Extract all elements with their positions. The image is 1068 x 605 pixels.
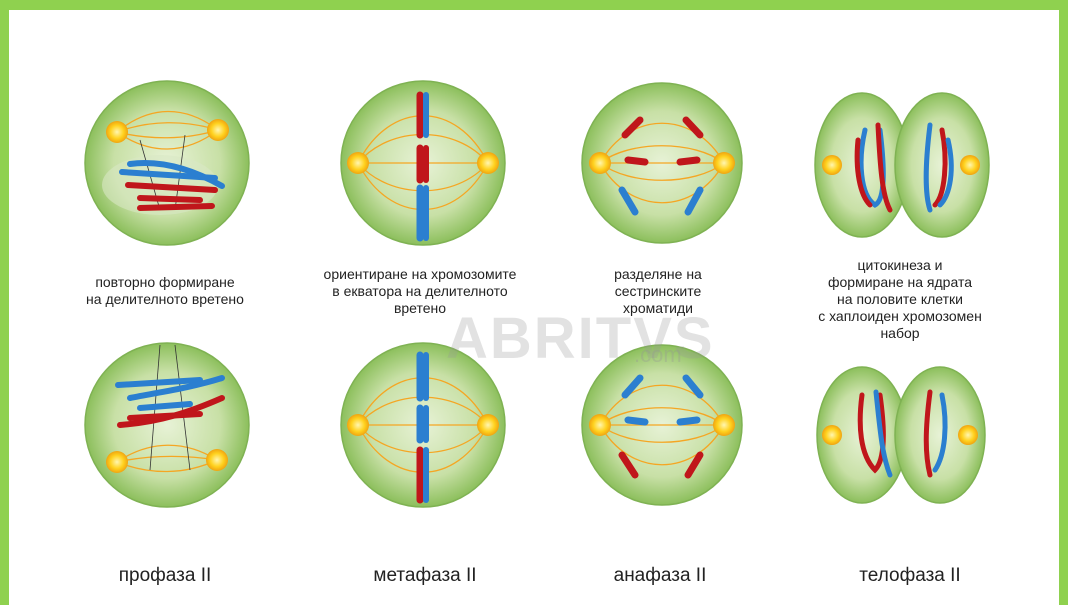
centrosome — [106, 451, 128, 473]
caption-telophase: цитокинеза и формиране на ядрата на поло… — [800, 257, 1000, 342]
centrosome — [822, 425, 842, 445]
stage-label-telophase: телофаза II — [810, 565, 1010, 587]
metaphase-cell-top — [341, 81, 505, 245]
centrosome — [206, 449, 228, 471]
centrosome — [207, 119, 229, 141]
caption-anaphase: разделяне на сестринските хроматиди — [588, 266, 728, 317]
stage-label-prophase: профаза II — [65, 565, 265, 587]
anaphase-cell-top — [582, 83, 742, 243]
chromosomes — [420, 355, 426, 500]
caption-prophase: повторно формиране на делителното вретен… — [70, 274, 260, 308]
caption-metaphase: ориентиране на хромозомите в екватора на… — [305, 266, 535, 317]
stage-label-metaphase: метафаза II — [325, 565, 525, 587]
centrosome — [477, 414, 499, 436]
centrosome — [713, 152, 735, 174]
telophase-cell-top — [815, 93, 989, 237]
centrosome — [347, 152, 369, 174]
telophase-cell-bottom — [817, 367, 985, 503]
centrosome — [589, 414, 611, 436]
centrosome — [958, 425, 978, 445]
centrosome — [477, 152, 499, 174]
centrosome — [347, 414, 369, 436]
centrosome — [713, 414, 735, 436]
chromosomes — [420, 95, 426, 238]
prophase-cell-bottom — [85, 343, 249, 507]
stage-label-anaphase: анафаза II — [560, 565, 760, 587]
prophase-cell-top — [85, 81, 249, 245]
centrosome — [589, 152, 611, 174]
watermark-suffix: .com — [634, 342, 682, 368]
centrosome — [822, 155, 842, 175]
centrosome — [960, 155, 980, 175]
centrosome — [106, 121, 128, 143]
